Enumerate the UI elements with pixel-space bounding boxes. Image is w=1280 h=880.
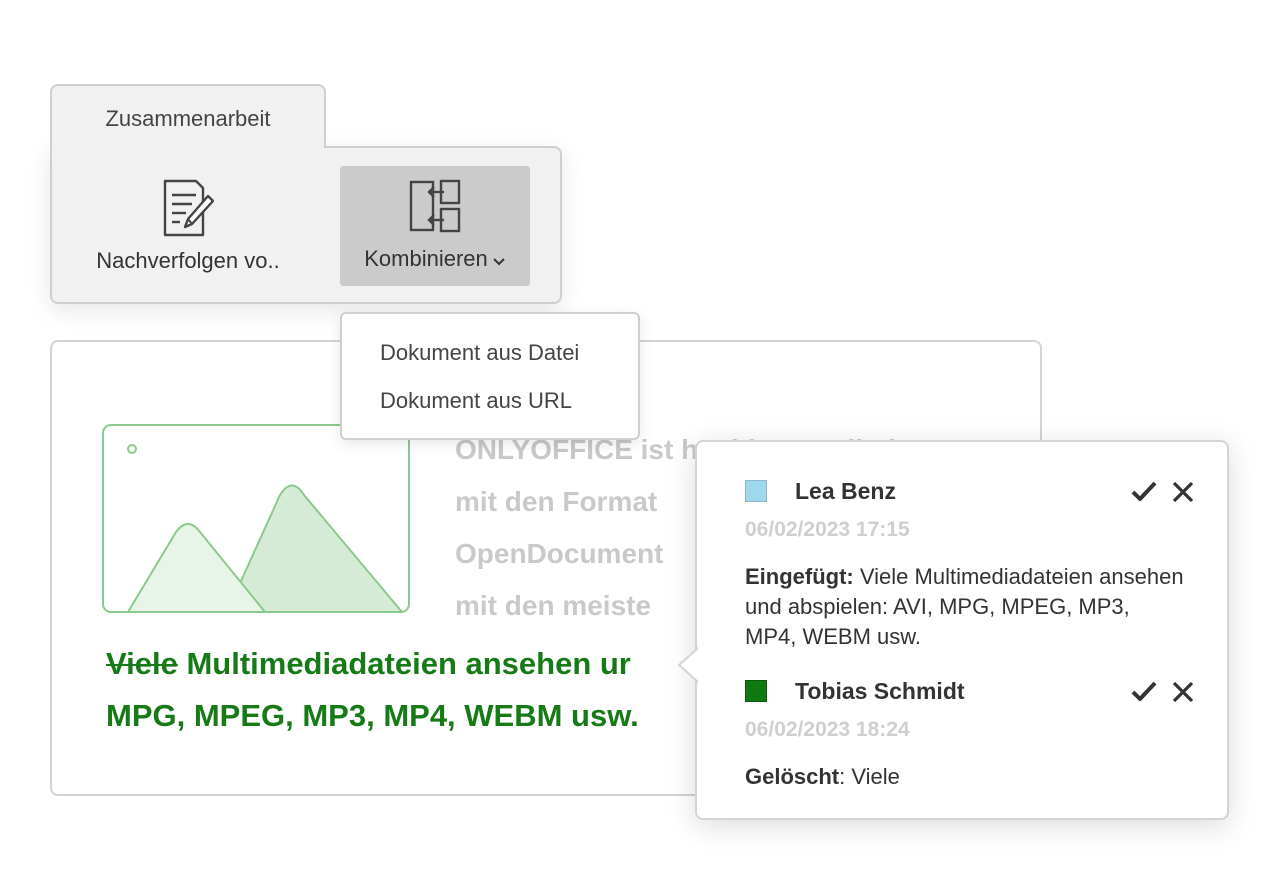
changed-line: Viele Multimediadateien ansehen ur: [106, 638, 706, 690]
author-color-swatch: [745, 480, 767, 502]
review-changes-popup: Lea Benz 06/02/2023 17:15 Eingefügt: Vie…: [695, 440, 1229, 820]
combine-button[interactable]: Kombinieren: [340, 166, 530, 286]
paragraph-line: mit den Format: [455, 486, 658, 517]
change-description: Eingefügt: Viele Multimediadateien anseh…: [745, 562, 1185, 652]
tab-collaboration-label: Zusammenarbeit: [105, 106, 271, 131]
deleted-text: Viele: [106, 646, 178, 681]
accept-change-icon[interactable]: [1131, 480, 1157, 507]
reject-change-icon[interactable]: [1171, 680, 1195, 709]
change-type: Eingefügt:: [745, 564, 854, 589]
change-author: Tobias Schmidt: [795, 678, 965, 704]
paragraph-line: OpenDocument: [455, 538, 664, 569]
tab-collaboration[interactable]: Zusammenarbeit: [50, 84, 326, 148]
change-date: 06/02/2023 18:24: [745, 718, 910, 741]
change-text: Viele Multimediadateien ansehen und absp…: [745, 564, 1184, 649]
change-date: 06/02/2023 17:15: [745, 518, 910, 541]
author-color-swatch: [745, 680, 767, 702]
combine-documents-icon: [408, 178, 462, 241]
combine-dropdown-menu: Dokument aus Datei Dokument aus URL: [340, 312, 640, 440]
track-changes-button[interactable]: Nachverfolgen vo..: [80, 166, 296, 286]
change-text: : Viele: [839, 764, 900, 789]
combine-label-text: Kombinieren: [364, 246, 488, 271]
menu-item-document-from-url[interactable]: Dokument aus URL: [380, 388, 572, 413]
review-popup-pointer: [677, 640, 707, 690]
change-author: Lea Benz: [795, 478, 896, 504]
menu-item-document-from-file[interactable]: Dokument aus Datei: [380, 340, 580, 365]
document-edit-icon: [162, 178, 215, 243]
change-description: Gelöscht: Viele: [745, 762, 1185, 792]
reject-change-icon[interactable]: [1171, 480, 1195, 509]
tab-joint: [52, 140, 324, 150]
inserted-text: MPG, MPEG, MP3, MP4, WEBM usw.: [106, 698, 639, 733]
accept-change-icon[interactable]: [1131, 680, 1157, 707]
inserted-text: Multimediadateien ansehen ur: [177, 646, 631, 681]
combine-label: Kombinieren: [340, 246, 530, 273]
change-type: Gelöscht: [745, 764, 840, 789]
image-placeholder: [102, 424, 410, 619]
track-changes-label: Nachverfolgen vo..: [96, 248, 280, 273]
paragraph-line: mit den meiste: [455, 590, 652, 621]
tracked-change-text[interactable]: Viele Multimediadateien ansehen ur MPG, …: [106, 638, 706, 742]
chevron-down-icon: [492, 247, 506, 273]
